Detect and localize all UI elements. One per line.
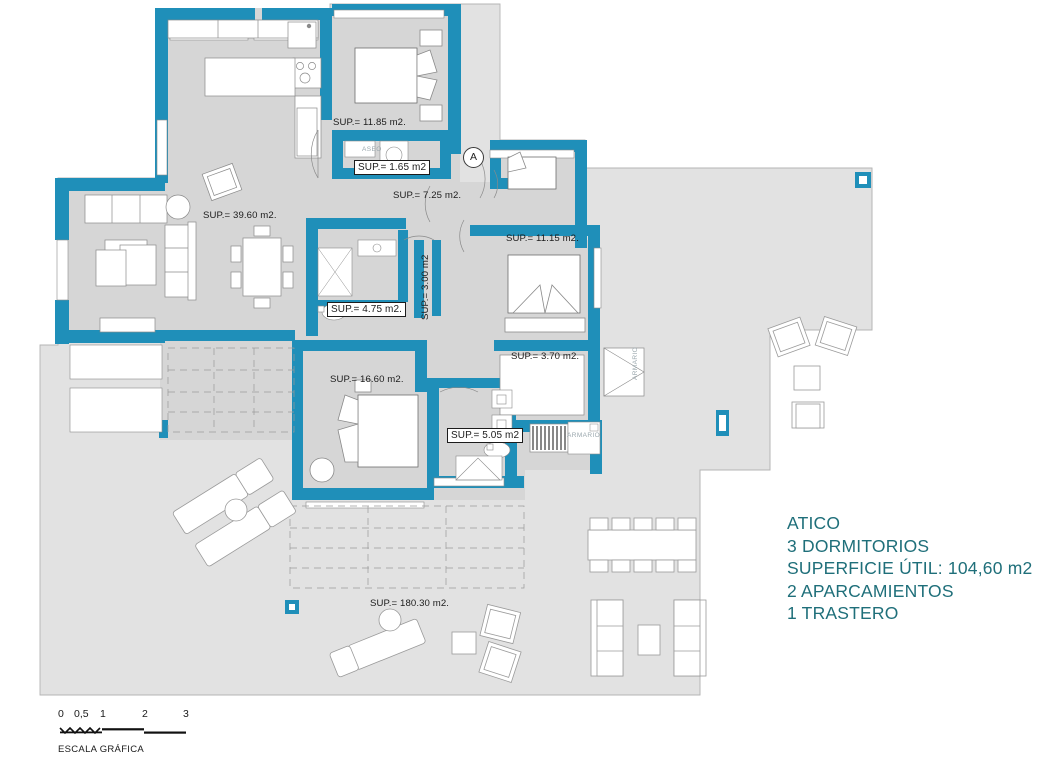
master-bedroom-furniture [309,379,419,483]
bathroom-2-fixtures [455,389,513,481]
area-label-master-bedroom: SUP.= 16.60 m2. [330,374,404,385]
terrace-lounge-set [590,599,707,677]
aseo-room-tag: ASEO [362,146,382,153]
terrace-bottom-furniture [329,603,522,683]
terrace-deck-pattern [167,347,525,589]
terrace-armchairs [767,315,858,429]
area-label-distribuidor: SUP.= 7.25 m2. [393,190,462,201]
kitchen-fixtures [167,19,322,159]
armario-room-tag-2: ARMARIO [632,346,639,380]
legend-line-storage: 1 TRASTERO [787,603,899,623]
section-marker-a: A [463,147,484,168]
sun-loungers [172,458,296,567]
area-label-bedroom-2: SUP.= 11.15 m2. [506,233,579,244]
legend-line-parking: 2 APARCAMIENTOS [787,580,954,601]
wall-marker-holes [289,176,867,610]
scale-bar-graphic [59,726,186,735]
terrace-dining-set [587,517,697,573]
area-label-salon: SUP.= 39.60 m2. [203,210,277,221]
window-openings [56,9,602,509]
door-swings [310,129,499,393]
legend-line-surface: SUPERFICIE ÚTIL: 104,60 m2 [787,558,1033,578]
scale-tick-labels: 0 0,5 1 2 3 [58,708,193,722]
area-label-terraza: SUP.= 180.30 m2. [370,598,450,609]
area-label-pasillo: SUP.= 3.00 m2 [420,254,431,320]
closet-hatch [529,421,601,455]
vestidor-fixtures [499,347,645,416]
scale-tick-3: 3 [183,708,189,720]
area-label-bedroom-1: SUP.= 11.85 m2. [333,117,406,128]
scale-caption: ESCALA GRÁFICA [58,744,145,755]
bedroom-2-furniture [504,151,586,333]
area-label-vestidor: SUP.= 3.70 m2. [511,351,580,362]
armario-room-tag: ARMARIO [567,432,601,439]
bathroom-1-fixtures [317,239,397,321]
legend-line-type: ATICO [787,513,841,533]
area-label-aseo: SUP.= 1.65 m2 [354,160,431,175]
scale-tick-1: 1 [100,708,106,720]
aseo-fixtures [344,140,409,168]
legend-line-bedrooms: 3 DORMITORIOS [787,535,930,556]
area-label-bathroom-2: SUP.= 5.05 m2 [447,428,524,443]
area-label-bathroom-1: SUP.= 4.75 m2. [327,302,406,317]
living-room-furniture [84,162,294,333]
scale-tick-2: 2 [142,708,148,720]
graphic-scale: 0 0,5 1 2 3 ESCALA GRÁFICA [58,708,193,755]
legend-block: ATICO 3 DORMITORIOS SUPERFICIE ÚTIL: 104… [787,512,1032,625]
scale-tick-05: 0,5 [74,708,89,720]
bedroom-1-furniture [354,29,443,122]
scale-tick-0: 0 [58,708,64,720]
